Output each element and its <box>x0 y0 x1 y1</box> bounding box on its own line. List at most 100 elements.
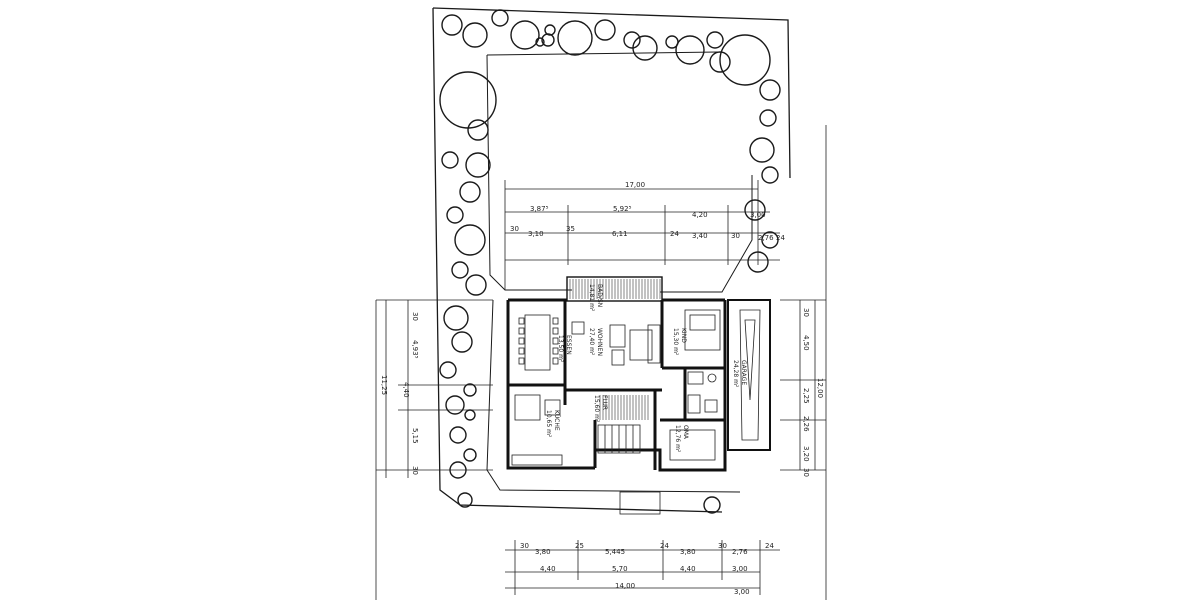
tree-symbol <box>446 206 464 224</box>
room-area-flur: 15,60 m² <box>593 395 600 423</box>
room-label-flur: FLUR <box>601 395 608 410</box>
dim-top-4: 3,00 <box>750 211 766 219</box>
tree-symbol <box>594 19 616 41</box>
tree-symbol <box>459 181 481 203</box>
tree-symbol <box>443 305 469 331</box>
tree-symbol <box>623 31 641 49</box>
dim-bot-8: 24 <box>765 542 774 550</box>
site-boundary <box>432 7 791 513</box>
tree-symbol <box>632 35 658 61</box>
room-area-bad: 14,81 m² <box>588 284 595 312</box>
tree-symbol <box>744 199 766 221</box>
dim-bot-r2-2: 4,40 <box>680 565 696 573</box>
dim-top-2: 5,92⁵ <box>613 205 632 213</box>
tree-symbol <box>544 24 556 36</box>
tree-symbol <box>491 9 509 27</box>
tree-symbol <box>749 137 775 163</box>
tree-symbol <box>464 409 476 421</box>
dim-left-0: 30 <box>411 312 419 321</box>
dim-left-2: 11,25 <box>380 375 388 395</box>
tree-symbol <box>454 224 486 256</box>
dim-bot-7: 2,76 <box>732 548 748 556</box>
dim-top-r3-4: 24 <box>670 230 679 238</box>
dim-right-4: 2,26 <box>802 416 810 432</box>
dim-right-6: 30 <box>802 468 810 477</box>
dim-top-r3-6: 30 <box>731 232 740 240</box>
tree-symbol <box>441 14 463 36</box>
tree-symbol <box>709 51 731 73</box>
tree-symbol <box>441 151 459 169</box>
tree-symbol <box>535 37 545 47</box>
room-area-garage: 24,28 m² <box>732 360 739 388</box>
dim-top-r3-8: 24 <box>776 234 785 242</box>
dim-right-3: 2,25 <box>802 388 810 404</box>
dimension-chain-top: 17,00 3,87⁵ 5,92⁵ 4,20 3,00 30 3,10 35 6… <box>504 180 785 290</box>
tree-symbol <box>463 448 477 462</box>
dim-top-r3-7: 2,76 <box>758 234 774 242</box>
tree-symbol <box>449 426 467 444</box>
tree-symbol <box>675 35 705 65</box>
room-label-essen: ESSEN <box>565 335 572 355</box>
dim-left-4: 5,15 <box>411 428 419 444</box>
dim-top-r3-5: 3,40 <box>692 232 708 240</box>
room-area-oma: 12,76 m² <box>674 425 681 453</box>
room-label-garage: GARAGE <box>740 360 747 385</box>
room-area-wohnen: 27,40 m² <box>588 328 595 356</box>
tree-symbol <box>759 79 781 101</box>
room-label-kuche: KÜCHE <box>553 410 560 431</box>
dim-top-1: 3,87⁵ <box>530 205 549 213</box>
trees <box>439 9 781 479</box>
building: BAD/SN 14,81 m² WOHNEN 27,40 m² ESSEN 13… <box>506 276 771 472</box>
tree-symbol <box>719 34 771 86</box>
room-area-kuche: 10,65 m² <box>545 410 552 438</box>
tree-symbol <box>465 274 487 296</box>
dim-bottom-extra: 3,00 <box>734 588 750 596</box>
dim-total-top: 17,00 <box>625 181 645 189</box>
dim-left-5: 30 <box>411 466 419 475</box>
dim-right-1: 4,50 <box>802 335 810 351</box>
tree-symbol <box>557 20 593 56</box>
dim-left-1: 4,93⁵ <box>411 340 419 359</box>
room-label-wohnen: WOHNEN <box>596 328 603 356</box>
dim-bot-r2-1: 5,70 <box>612 565 628 573</box>
dim-top-r3-1: 3,10 <box>528 230 544 238</box>
dim-bot-6: 30 <box>718 542 727 550</box>
dim-bot-1: 3,80 <box>535 548 551 556</box>
dim-top-r3-2: 35 <box>566 225 575 233</box>
entry-path <box>457 491 721 515</box>
tree-symbol <box>462 22 488 48</box>
dim-left-3: 4,40 <box>402 382 410 398</box>
dim-right-2: 12,00 <box>816 378 824 398</box>
dimension-chain-left: 30 4,93⁵ 11,25 4,40 5,15 30 <box>376 299 493 478</box>
tree-symbol <box>467 119 489 141</box>
tree-symbol <box>439 361 457 379</box>
dim-right-0: 30 <box>802 308 810 317</box>
dim-right-5: 3,20 <box>802 446 810 462</box>
room-label-bad: BAD/SN <box>596 284 603 307</box>
tree-symbol <box>465 152 491 178</box>
tree-symbol <box>451 331 473 353</box>
dim-top-3: 4,20 <box>692 211 708 219</box>
dim-top-r3-0: 30 <box>510 225 519 233</box>
dim-top-r3-3: 6,11 <box>612 230 628 238</box>
tree-symbol <box>463 383 477 397</box>
dim-bot-r2-0: 4,40 <box>540 565 556 573</box>
tree-symbol <box>761 231 779 249</box>
room-label-oma: OMA <box>682 425 689 440</box>
tree-symbol <box>759 109 777 127</box>
tree-symbol <box>445 395 465 415</box>
dim-bot-4: 24 <box>660 542 669 550</box>
dim-bot-r2-3: 3,00 <box>732 565 748 573</box>
dim-bot-3: 5,445 <box>605 548 625 556</box>
dim-total-bottom: 14,00 <box>615 582 635 590</box>
tree-symbol <box>706 31 724 49</box>
room-label-kind: KIND <box>680 328 687 343</box>
dim-bot-0: 30 <box>520 542 529 550</box>
tree-symbol <box>510 20 540 50</box>
dim-bot-2: 25 <box>575 542 584 550</box>
dim-bot-5: 3,80 <box>680 548 696 556</box>
room-area-essen: 13,50 m² <box>557 335 564 363</box>
tree-symbol <box>761 166 779 184</box>
dimension-chain-right: 30 4,50 12,00 2,25 2,26 3,20 30 <box>780 299 826 477</box>
